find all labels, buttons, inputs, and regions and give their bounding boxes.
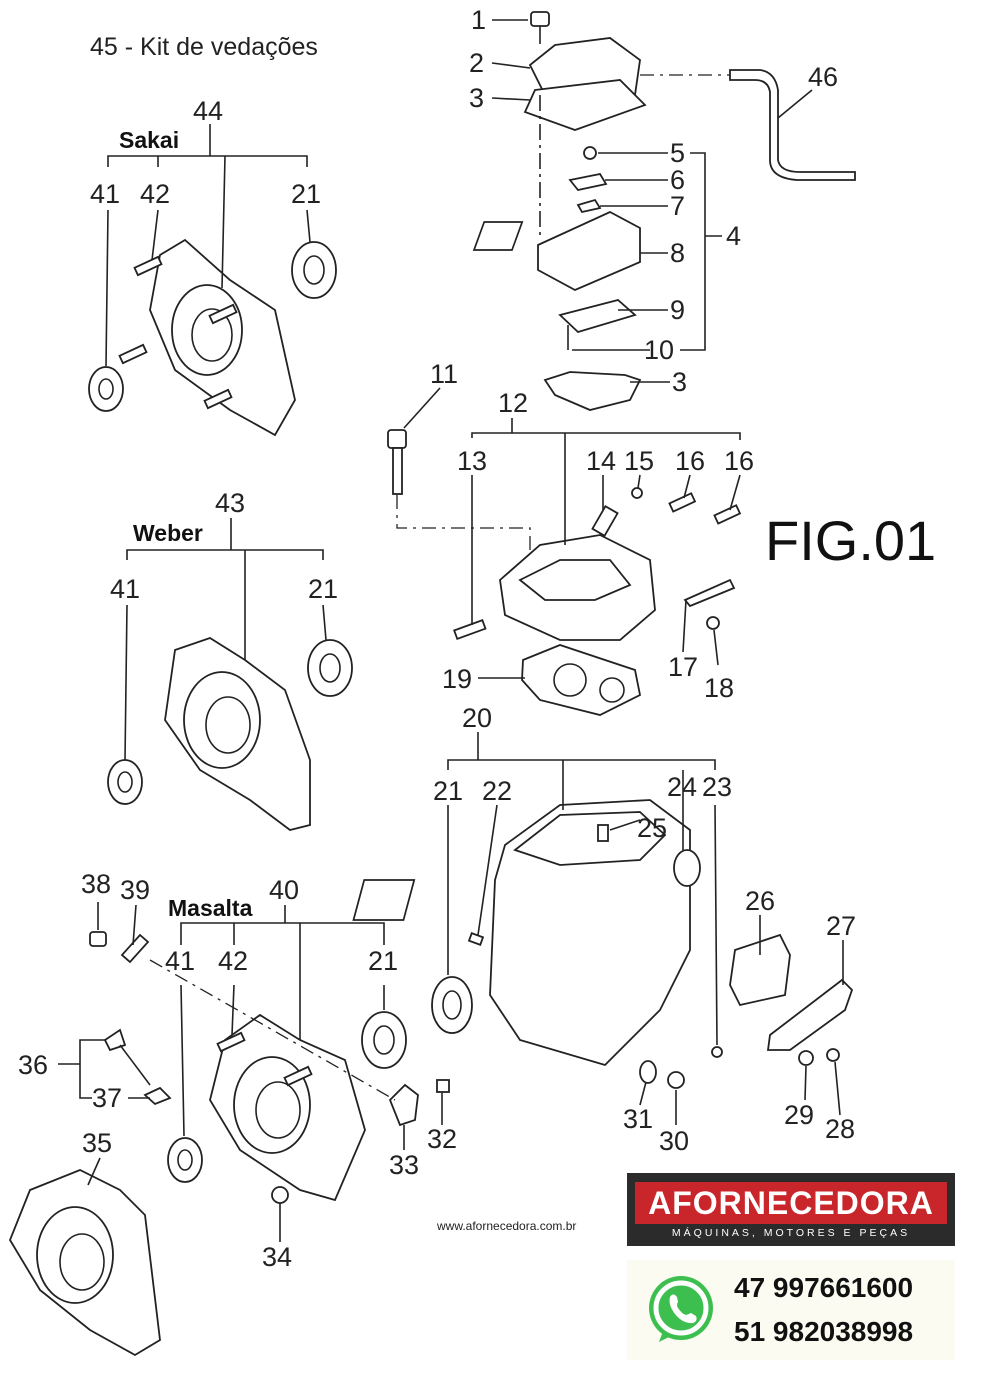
callout-28: 28 <box>825 1114 855 1144</box>
leader-lines-head <box>403 387 741 679</box>
brand-label-masalta: Masalta <box>168 895 253 921</box>
callout-23: 23 <box>702 772 732 802</box>
logo-tagline: MÁQUINAS, MOTORES E PEÇAS <box>671 1227 911 1239</box>
callout-42-masalta: 42 <box>218 946 248 976</box>
callout-10: 10 <box>644 335 674 365</box>
callout-26: 26 <box>745 886 775 916</box>
callout-33: 33 <box>389 1150 419 1180</box>
contact-block: 47 997661600 51 982038998 <box>627 1260 955 1360</box>
leader-lines-top <box>491 19 813 383</box>
callout-21: 21 <box>433 776 463 806</box>
callout-13: 13 <box>457 446 487 476</box>
callout-15: 15 <box>624 446 654 476</box>
callout-27: 27 <box>826 911 856 941</box>
callout-17: 17 <box>668 652 698 682</box>
callout-4: 4 <box>726 221 741 251</box>
callout-11: 11 <box>430 359 458 389</box>
callout-37: 37 <box>92 1083 122 1113</box>
leader-lines-sakai <box>105 124 311 367</box>
callout-36: 36 <box>18 1050 48 1080</box>
figure-label: FIG.01 <box>765 509 936 572</box>
leader-lines-masalta <box>58 902 443 1242</box>
phone-number-1: 47 997661600 <box>734 1272 914 1303</box>
callout-32: 32 <box>427 1124 457 1154</box>
callout-16a: 16 <box>675 446 705 476</box>
callout-7: 7 <box>670 191 685 221</box>
callout-41-masalta: 41 <box>165 946 195 976</box>
callout-40: 40 <box>269 875 299 905</box>
callout-34: 34 <box>262 1242 292 1272</box>
callout-12: 12 <box>498 388 528 418</box>
callout-21-weber: 21 <box>308 574 338 604</box>
callout-31: 31 <box>623 1104 653 1134</box>
callout-3: 3 <box>469 83 484 113</box>
callout-6: 6 <box>670 165 685 195</box>
callout-35: 35 <box>82 1128 112 1158</box>
cylinder-head-group <box>387 429 742 716</box>
valve-cover-group <box>472 11 856 411</box>
callout-8: 8 <box>670 238 685 268</box>
callout-25: 25 <box>637 813 667 843</box>
leader-lines-crankcase <box>447 732 844 1125</box>
weber-flange-group <box>107 637 353 831</box>
masalta-flange-group <box>8 931 450 1357</box>
crankcase-group <box>352 799 854 1089</box>
whatsapp-icon <box>649 1276 713 1342</box>
leader-lines-weber <box>124 518 327 761</box>
logo-name: AFORNECEDORA <box>635 1182 947 1224</box>
callout-1: 1 <box>471 5 486 35</box>
callout-22: 22 <box>482 776 512 806</box>
callout-42-sakai: 42 <box>140 179 170 209</box>
callout-46: 46 <box>808 62 838 92</box>
callout-18: 18 <box>704 673 734 703</box>
callout-16b: 16 <box>724 446 754 476</box>
callout-20: 20 <box>462 703 492 733</box>
callout-21-sakai: 21 <box>291 179 321 209</box>
sakai-flange-group <box>88 238 337 437</box>
callout-3b: 3 <box>672 367 687 397</box>
callout-41-weber: 41 <box>110 574 140 604</box>
callout-14: 14 <box>586 446 616 476</box>
callout-41-sakai: 41 <box>90 179 120 209</box>
brand-label-weber: Weber <box>133 520 203 546</box>
kit-title: 45 - Kit de vedações <box>90 33 318 61</box>
callout-43: 43 <box>215 488 245 518</box>
callout-labels: 1 2 3 4 5 6 7 8 9 10 3 11 12 13 14 15 16… <box>18 5 856 1272</box>
callout-39: 39 <box>120 875 150 905</box>
callout-44: 44 <box>193 96 223 126</box>
callout-30: 30 <box>659 1126 689 1156</box>
website-text: www.afornecedora.com.br <box>437 1219 577 1233</box>
callout-2: 2 <box>469 48 484 78</box>
brand-logo: AFORNECEDORA MÁQUINAS, MOTORES E PEÇAS <box>627 1173 955 1246</box>
callout-9: 9 <box>670 295 685 325</box>
callout-38: 38 <box>81 869 111 899</box>
callout-29: 29 <box>784 1100 814 1130</box>
callout-19: 19 <box>442 664 472 694</box>
callout-24: 24 <box>667 772 697 802</box>
phone-number-2: 51 982038998 <box>734 1316 914 1347</box>
callout-5: 5 <box>670 138 685 168</box>
callout-21-masalta: 21 <box>368 946 398 976</box>
brand-label-sakai: Sakai <box>119 127 179 153</box>
